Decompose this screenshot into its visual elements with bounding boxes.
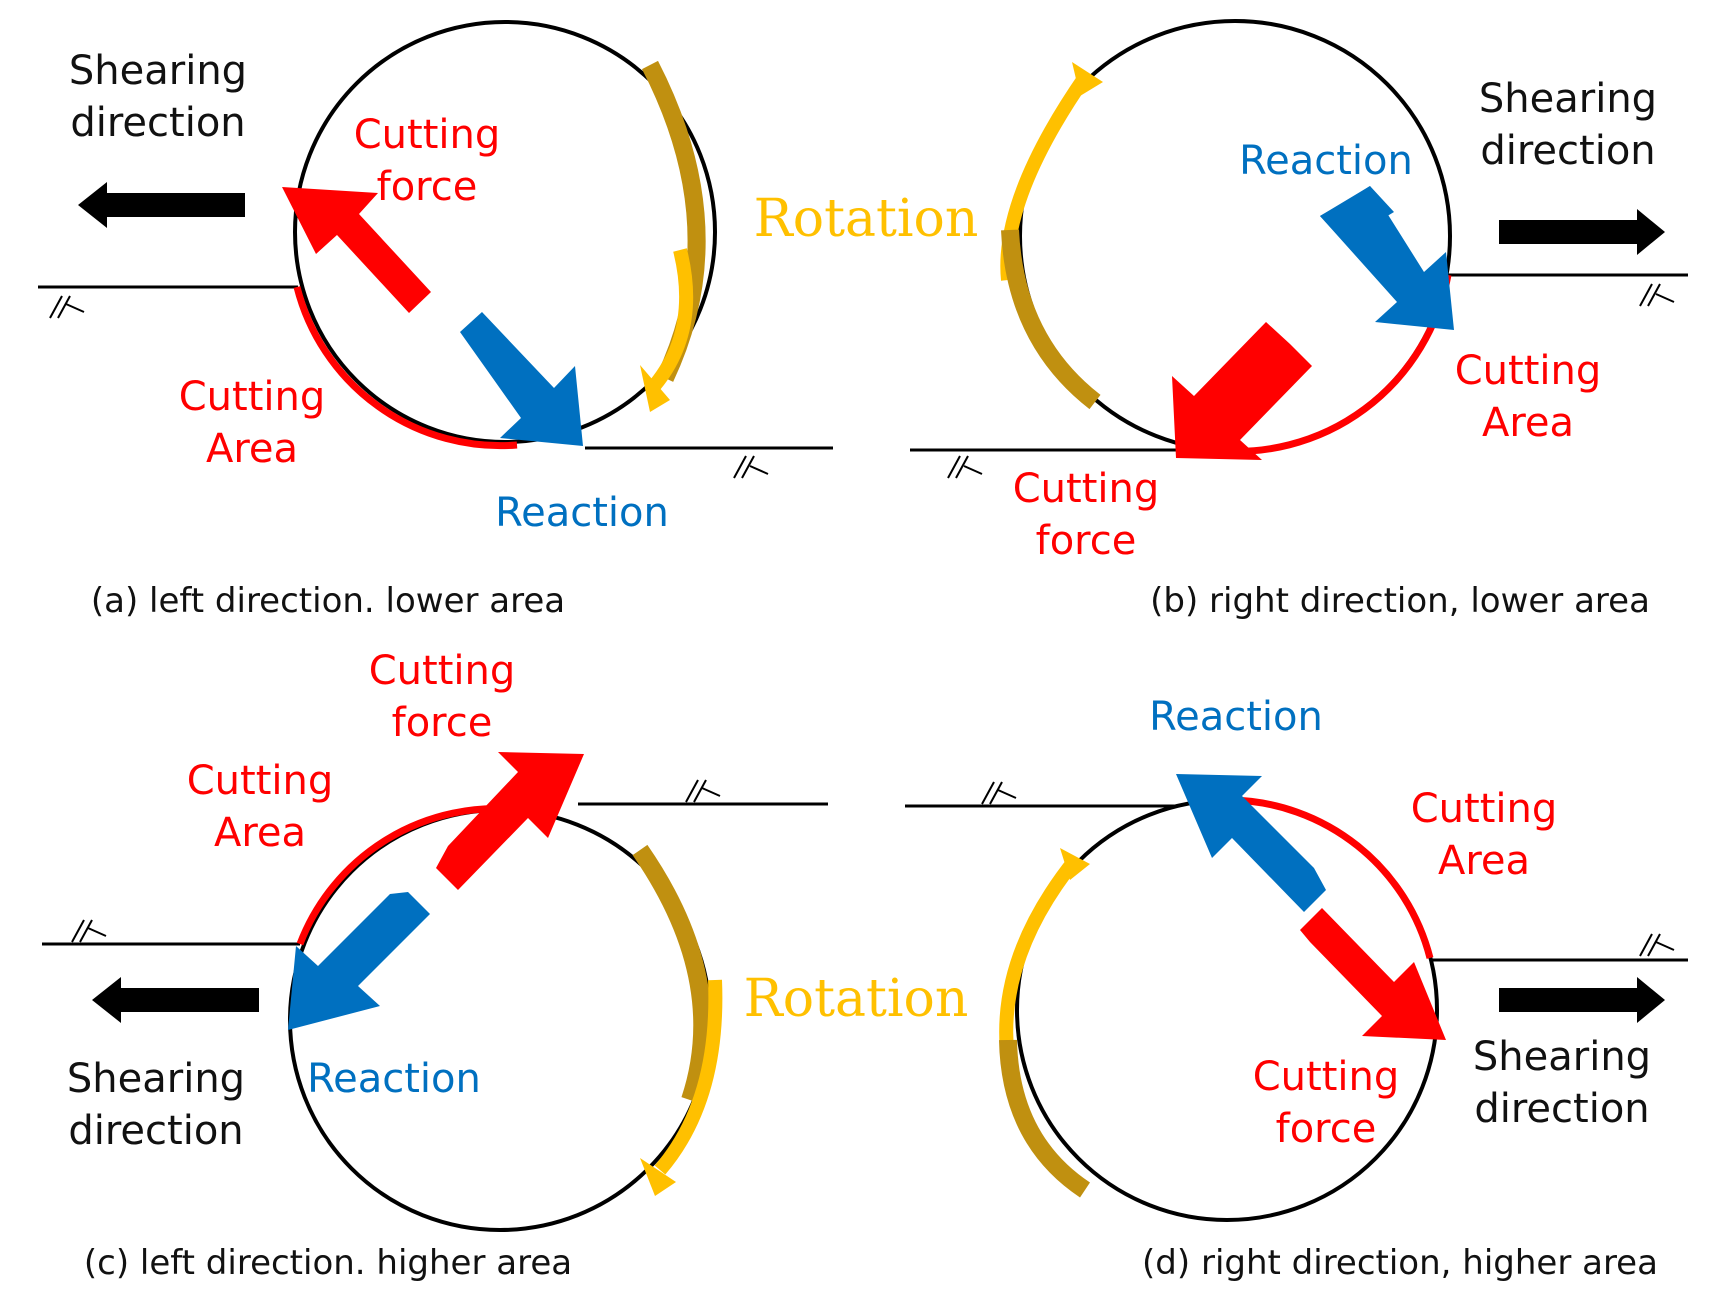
rotation-label: Rotation bbox=[744, 969, 969, 1029]
cutting-force-label: force bbox=[1036, 518, 1137, 564]
cutting-force-label: force bbox=[1276, 1106, 1377, 1152]
roller-circle bbox=[293, 20, 717, 444]
rotation-arrow bbox=[641, 60, 706, 382]
cutting-force-label: Cutting bbox=[369, 648, 516, 694]
ground-hatch bbox=[947, 283, 1675, 479]
shearing-arrow bbox=[78, 182, 245, 228]
cutting-area-label: Cutting bbox=[187, 758, 334, 804]
rotation-arrow bbox=[649, 248, 694, 390]
cutting-area-label: Cutting bbox=[179, 374, 326, 420]
rotation-arrow bbox=[999, 855, 1081, 1061]
cutting-area-label: Area bbox=[1438, 838, 1530, 884]
caption-c: (c) left direction. higher area bbox=[84, 1243, 572, 1283]
shearing-arrow bbox=[92, 977, 259, 1023]
cutting-area-label: Cutting bbox=[1411, 786, 1558, 832]
cutting-force-arrow bbox=[1300, 908, 1446, 1040]
rotation-label: Rotation bbox=[754, 189, 979, 249]
shearing-direction-label: Shearing bbox=[1479, 76, 1657, 122]
shearing-direction-label: direction bbox=[1480, 128, 1655, 174]
reaction-arrow bbox=[288, 892, 430, 1030]
cutting-force-label: Cutting bbox=[1013, 466, 1160, 512]
cutting-area-label: Area bbox=[1482, 400, 1574, 446]
rotation-arrow bbox=[999, 1039, 1091, 1198]
panel-d: Reaction Cutting Area Shearing direction… bbox=[905, 694, 1688, 1283]
panel-a: Shearing direction Cutting force Cutting… bbox=[38, 20, 979, 621]
rotation-arrowhead bbox=[640, 365, 670, 412]
cutting-area-arc bbox=[296, 805, 521, 946]
shearing-arrow bbox=[1499, 977, 1665, 1023]
cutting-force-label: Cutting bbox=[1253, 1054, 1400, 1100]
shearing-direction-label: direction bbox=[68, 1108, 243, 1154]
panel-c: Cutting force Cutting Area Shearing dire… bbox=[42, 648, 968, 1283]
panel-b: Shearing direction Reaction Cutting Area… bbox=[910, 19, 1688, 621]
cutting-area-label: Area bbox=[206, 426, 298, 472]
shearing-direction-label: direction bbox=[1474, 1086, 1649, 1132]
shearing-direction-label: Shearing bbox=[69, 48, 247, 94]
shearing-direction-label: Shearing bbox=[67, 1056, 245, 1102]
caption-d: (d) right direction, higher area bbox=[1142, 1243, 1658, 1283]
caption-a: (a) left direction. lower area bbox=[91, 581, 565, 621]
reaction-arrow bbox=[460, 312, 583, 446]
cutting-area-label: Area bbox=[214, 810, 306, 856]
cutting-area-arc bbox=[293, 286, 518, 450]
rotation-arrow bbox=[1001, 229, 1101, 410]
shearing-direction-label: direction bbox=[70, 100, 245, 146]
ground-hatch bbox=[49, 295, 769, 479]
rotation-arrow bbox=[654, 979, 723, 1175]
reaction-label: Reaction bbox=[1149, 694, 1323, 740]
reaction-arrow-shaft bbox=[1320, 186, 1394, 242]
shearing-direction-label: Shearing bbox=[1473, 1034, 1651, 1080]
cutting-force-label: force bbox=[377, 164, 478, 210]
rotation-arrowhead bbox=[1060, 848, 1090, 880]
reaction-label: Reaction bbox=[307, 1056, 481, 1102]
cutting-force-arrow bbox=[282, 187, 431, 313]
shearing-arrow bbox=[1499, 209, 1665, 255]
reaction-label: Reaction bbox=[495, 490, 669, 536]
cutting-force-label: force bbox=[392, 700, 493, 746]
rotation-arrowhead bbox=[640, 1158, 676, 1196]
rotation-arrow bbox=[632, 844, 712, 1103]
cutting-area-label: Cutting bbox=[1455, 348, 1602, 394]
caption-b: (b) right direction, lower area bbox=[1150, 581, 1650, 621]
reaction-arrow bbox=[1176, 774, 1326, 912]
reaction-label: Reaction bbox=[1239, 138, 1413, 184]
cutting-force-label: Cutting bbox=[354, 112, 501, 158]
cutting-force-arrow bbox=[1172, 322, 1312, 460]
cutting-area-arc bbox=[1231, 796, 1434, 959]
cutting-force-arrow bbox=[436, 752, 584, 890]
rotation-arrowhead bbox=[1072, 62, 1103, 96]
ground-hatch bbox=[71, 779, 721, 943]
ground-hatch bbox=[981, 781, 1675, 957]
